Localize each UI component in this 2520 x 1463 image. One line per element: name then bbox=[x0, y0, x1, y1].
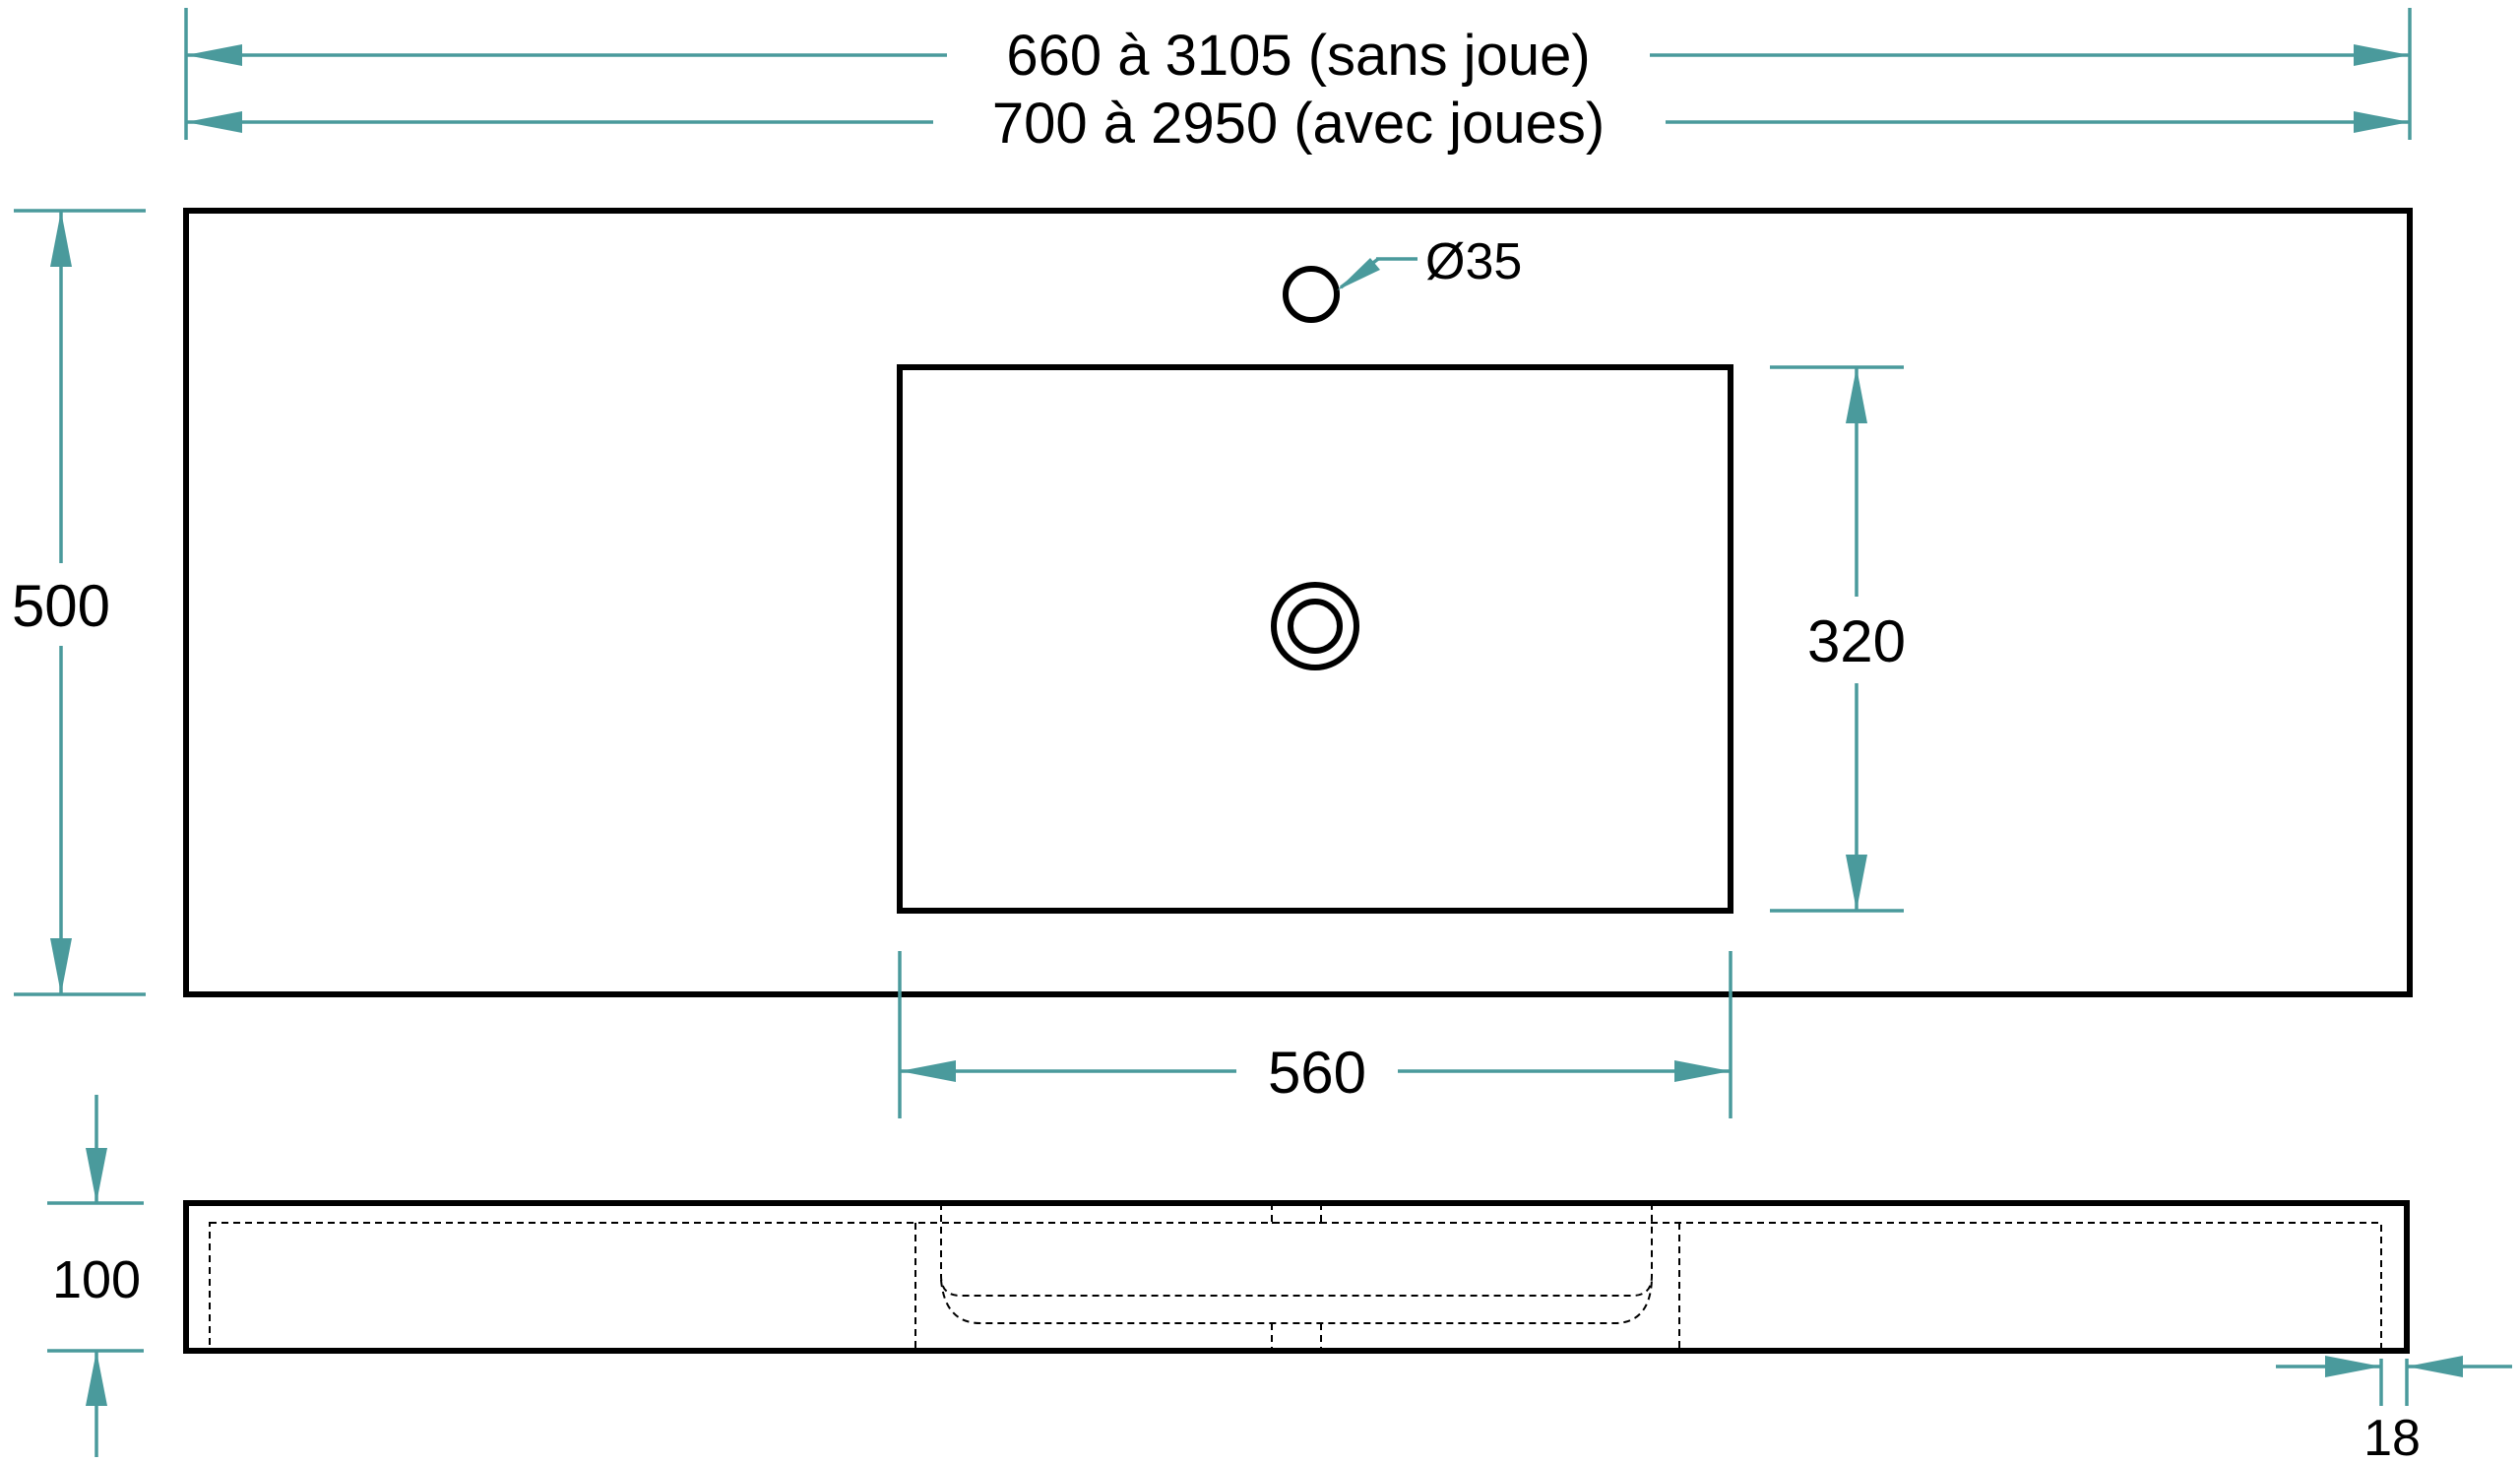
top-view: Ø35 bbox=[183, 208, 2413, 997]
arrowhead bbox=[2354, 111, 2410, 133]
overall-width-dimensions: 660 à 3105 (sans joue) 700 à 2950 (avec … bbox=[184, 8, 2412, 156]
side-thickness-dimension: 18 bbox=[2276, 1356, 2512, 1463]
depth-label: 500 bbox=[12, 573, 110, 639]
countertop-outline bbox=[183, 208, 2413, 997]
basin-width-label: 560 bbox=[1268, 1040, 1366, 1106]
countertop-front-outline bbox=[183, 1200, 2410, 1354]
arrowhead bbox=[1846, 855, 1867, 911]
arrowhead bbox=[900, 1060, 956, 1082]
basin-depth-label: 320 bbox=[1807, 608, 1906, 674]
arrowhead bbox=[2354, 44, 2410, 66]
arrowhead bbox=[86, 1351, 107, 1406]
basin-outline bbox=[897, 364, 1733, 914]
arrowhead bbox=[2407, 1356, 2463, 1377]
width-without-sides-label: 660 à 3105 (sans joue) bbox=[1006, 24, 1590, 88]
width-with-sides-label: 700 à 2950 (avec joues) bbox=[992, 92, 1605, 156]
arrowhead bbox=[1846, 367, 1867, 423]
drain-inner bbox=[1288, 599, 1343, 654]
tap-hole bbox=[1283, 266, 1340, 323]
front-view bbox=[183, 1200, 2410, 1354]
drain-outer bbox=[1271, 582, 1359, 670]
arrowhead bbox=[186, 44, 242, 66]
arrowhead bbox=[1674, 1060, 1731, 1082]
arrowhead bbox=[186, 111, 242, 133]
basin-width-dimension: 560 bbox=[898, 951, 1732, 1118]
depth-dimension: 500 bbox=[12, 209, 146, 996]
basin-depth-dimension: 320 bbox=[1770, 365, 1906, 913]
tap-hole-diameter-label: Ø35 bbox=[1425, 233, 1522, 290]
arrowhead bbox=[50, 211, 72, 267]
hidden-side-contour bbox=[209, 1222, 2382, 1352]
hidden-basin-inner bbox=[940, 1203, 1653, 1297]
arrowhead bbox=[2325, 1356, 2381, 1377]
arrowhead bbox=[1337, 258, 1380, 290]
side-thickness-label: 18 bbox=[2363, 1410, 2421, 1463]
arrowhead bbox=[50, 938, 72, 994]
arrowhead bbox=[86, 1148, 107, 1203]
thickness-dimension: 100 bbox=[47, 1095, 144, 1457]
thickness-label: 100 bbox=[52, 1250, 141, 1309]
hidden-basin-bottom bbox=[940, 1279, 1653, 1324]
